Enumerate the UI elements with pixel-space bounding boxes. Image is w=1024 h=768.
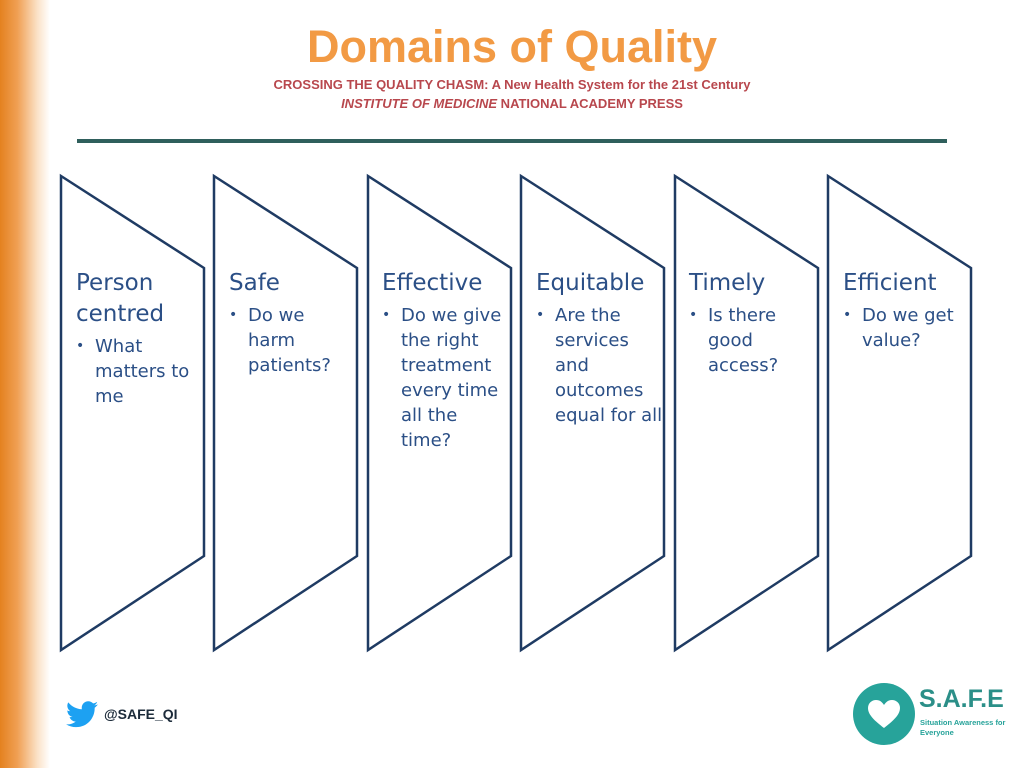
domain-question: •Do we get value? (843, 305, 954, 351)
domain-title: Equitable (536, 270, 645, 296)
bullet-icon: • (76, 338, 85, 354)
domain-title: Effective (382, 270, 483, 296)
domain-question: •Are the services and outcomes equal for… (536, 305, 663, 426)
bullet-icon: • (229, 307, 238, 323)
bullet-icon: • (843, 307, 852, 323)
header-divider (77, 139, 947, 143)
chevron-safe (212, 173, 359, 653)
domain-equitable: Equitable •Are the services and outcomes… (536, 268, 664, 428)
twitter-handle[interactable]: @SAFE_QI (104, 706, 178, 722)
domain-question: •Do we harm patients? (229, 305, 331, 376)
safe-logo: S.A.F.E Situation Awareness for Everyone (853, 683, 1005, 745)
heart-icon (868, 700, 900, 728)
logo-tagline: Situation Awareness for Everyone (920, 718, 1006, 737)
domain-title: Timely (689, 270, 766, 296)
logo-circle (853, 683, 915, 745)
chevron-timely (673, 173, 820, 653)
page-title: Domains of Quality (306, 21, 718, 72)
domain-question: •Do we give the right treatment every ti… (382, 305, 502, 451)
domain-efficient: Efficient •Do we get value? (843, 268, 971, 353)
publisher-name: NATIONAL ACADEMY PRESS (497, 96, 683, 111)
source-citation-line1: CROSSING THE QUALITY CHASM: A New Health… (273, 77, 751, 92)
chevron-efficient (826, 173, 973, 653)
institute-name: INSTITUTE OF MEDICINE (341, 96, 498, 111)
chevron-person-centred (59, 173, 206, 653)
bullet-icon: • (382, 307, 391, 323)
domain-title: Person centred (76, 270, 165, 327)
domain-question: •What matters to me (76, 336, 190, 407)
chevron-equitable (519, 173, 666, 653)
logo-name: S.A.F.E (919, 685, 1004, 713)
twitter-bird-icon[interactable] (66, 701, 98, 728)
domain-title: Safe (229, 270, 280, 296)
domain-title: Efficient (843, 270, 937, 296)
domain-effective: Effective •Do we give the right treatmen… (382, 268, 510, 453)
bullet-icon: • (536, 307, 545, 323)
domain-person-centred: Person centred •What matters to me (76, 268, 204, 409)
source-citation-line2: INSTITUTE OF MEDICINE NATIONAL ACADEMY P… (341, 96, 683, 111)
domain-question: •Is there good access? (689, 305, 779, 376)
domain-timely: Timely •Is there good access? (689, 268, 817, 378)
bullet-icon: • (689, 307, 698, 323)
chevron-effective (366, 173, 513, 653)
side-accent-bar (0, 0, 50, 768)
domain-safe: Safe •Do we harm patients? (229, 268, 357, 378)
